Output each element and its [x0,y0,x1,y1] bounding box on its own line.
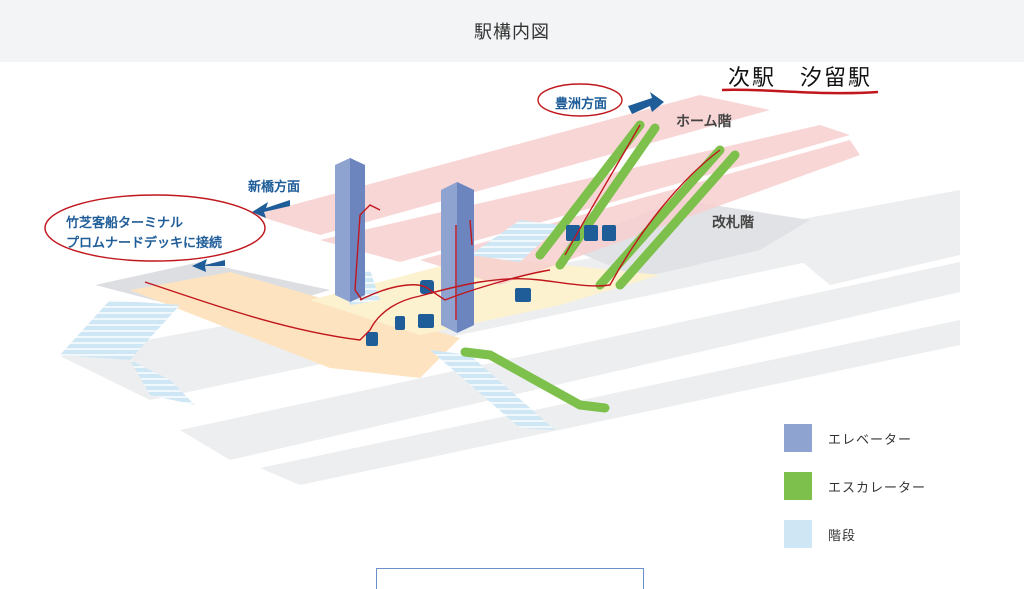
page-header: 駅構内図 [0,0,1024,62]
direction-arrows [192,92,664,272]
escalators [460,120,740,413]
legend: エレベーター エスカレーター 階段 [784,414,926,558]
legend-item-stairs: 階段 [784,510,926,558]
facility-icons [366,225,616,346]
concourse-orange [130,272,460,378]
bottom-panel[interactable] [376,568,644,589]
direction-takeshiba-line2: プロムナードデッキに接続 [66,236,223,251]
elevator-swatch [784,424,812,452]
legend-label: 階段 [828,528,857,544]
next-station-underline [721,88,879,95]
legend-item-elevator: エレベーター [784,414,926,462]
legend-item-escalator: エスカレーター [784,462,926,510]
legend-label: エスカレーター [828,480,927,496]
direction-shimbashi: 新橋方面 [248,180,301,195]
legend-label: エレベーター [828,432,913,448]
direction-takeshiba-line1: 竹芝客船ターミナル [66,216,184,231]
direction-toyosu: 豊洲方面 [555,97,608,112]
page-title: 駅構内図 [474,22,550,43]
floor-label-platform: ホーム階 [676,114,732,130]
next-station-annotation: 次駅 汐留駅 [728,66,873,91]
handdrawn-circles [44,83,623,262]
floor-label-gate: 改札階 [712,215,754,231]
station-map [44,83,960,485]
handdrawn-route [144,124,721,341]
stairs-swatch [784,520,812,548]
concourse-yellow [310,256,660,335]
escalator-swatch [784,472,812,500]
